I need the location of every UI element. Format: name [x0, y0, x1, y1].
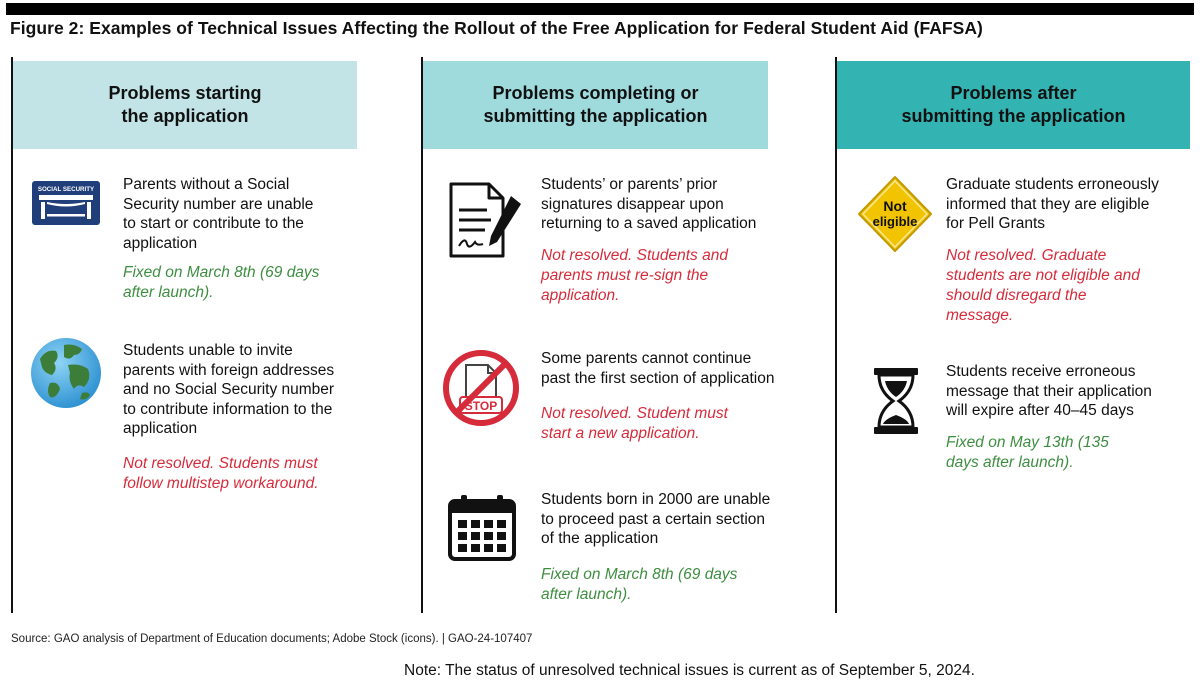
header-line: submitting the application	[901, 106, 1126, 126]
text-line: Students receive erroneous	[946, 363, 1136, 380]
text-line: for Pell Grants	[946, 215, 1046, 232]
issue-status-not-resolved: Not resolved. Graduate students are not …	[946, 246, 1140, 326]
card-label: SOCIAL SECURITY	[38, 186, 95, 193]
text-line: should disregard the	[946, 287, 1087, 304]
issue-status-fixed: Fixed on May 13th (135 days after launch…	[946, 433, 1109, 473]
text-line: application	[123, 234, 198, 252]
text-line: will expire after 40–45 days	[946, 402, 1134, 419]
source-line: Source: GAO analysis of Department of Ed…	[11, 633, 533, 645]
text-line: Graduate students erroneously	[946, 176, 1159, 193]
text-line: application.	[541, 287, 620, 304]
text-line: parents with foreign addresses	[123, 361, 335, 379]
column-header-starting: Problems starting the application	[13, 61, 357, 149]
text-line: to start or contribute to the	[123, 215, 304, 232]
column-divider-2	[421, 57, 423, 613]
note-line: Note: The status of unresolved technical…	[404, 662, 975, 679]
text-line: Parents without a Social	[123, 176, 290, 193]
issue-description: Students’ or parents’ prior signatures d…	[541, 175, 756, 234]
text-line: Fixed on May 13th (135	[946, 434, 1109, 451]
text-line: students are not eligible and	[946, 267, 1140, 284]
figure-title: Figure 2: Examples of Technical Issues A…	[10, 18, 983, 38]
text-line: after launch).	[541, 586, 632, 603]
signed-document-icon	[445, 180, 527, 260]
social-security-card-icon: SOCIAL SECURITY	[31, 180, 101, 226]
text-line: to proceed past a certain section	[541, 510, 766, 528]
issue-description: Some parents cannot continue past the fi…	[541, 349, 775, 388]
text-line: Not resolved. Students and	[541, 247, 728, 264]
text-line: days after launch).	[946, 454, 1074, 471]
stop-label: STOP	[465, 399, 497, 413]
header-line: the application	[121, 106, 249, 126]
issue-description: Graduate students erroneously informed t…	[946, 175, 1159, 234]
text-line: signatures disappear upon	[541, 195, 724, 213]
calendar-icon	[447, 493, 517, 563]
text-line: returning to a saved application	[541, 215, 757, 232]
top-bar	[6, 3, 1194, 15]
text-line: Not resolved. Students must	[123, 455, 318, 472]
issue-status-not-resolved: Not resolved. Students must follow multi…	[123, 454, 319, 494]
text-line: message.	[946, 307, 1014, 324]
issue-status-not-resolved: Not resolved. Students and parents must …	[541, 246, 728, 306]
text-line: Not resolved. Student must	[541, 405, 728, 422]
issue-status-not-resolved: Not resolved. Student must start a new a…	[541, 404, 728, 444]
header-line: Problems starting	[108, 83, 262, 103]
issue-description: Students born in 2000 are unable to proc…	[541, 490, 770, 549]
text-line: informed that they are eligible	[946, 195, 1150, 213]
stop-document-icon: STOP	[442, 349, 520, 427]
column-header-after: Problems after submitting the application	[837, 61, 1190, 149]
column-divider-3	[835, 57, 837, 613]
text-line: of the application	[541, 530, 659, 547]
text-line: message that their application	[946, 382, 1152, 400]
issue-status-fixed: Fixed on March 8th (69 days after launch…	[123, 263, 319, 303]
text-line: start a new application.	[541, 425, 700, 442]
header-line: Problems after	[950, 83, 1077, 103]
text-line: Students’ or parents’ prior	[541, 176, 718, 193]
text-line: to contribute information to the	[123, 400, 333, 418]
text-line: Security number are unable	[123, 195, 314, 213]
text-line: follow multistep workaround.	[123, 475, 319, 492]
text-line: Fixed on March 8th (69 days	[123, 264, 320, 281]
not-eligible-sign-icon: Not eligible	[857, 175, 933, 253]
text-line: Fixed on March 8th (69 days	[541, 566, 738, 583]
issue-description: Students unable to invite parents with f…	[123, 341, 334, 439]
text-line: after launch).	[123, 284, 214, 301]
column-header-completing: Problems completing or submitting the app…	[423, 61, 768, 149]
sign-line-2: eligible	[873, 214, 918, 229]
header-line: Problems completing or	[492, 83, 699, 103]
text-line: parents must re-sign the	[541, 267, 709, 284]
text-line: Students born in 2000 are unable	[541, 491, 771, 508]
text-line: Not resolved. Graduate	[946, 247, 1107, 264]
text-line: Some parents cannot continue	[541, 350, 752, 367]
column-divider-1	[11, 57, 13, 613]
hourglass-icon	[873, 367, 919, 435]
text-line: past the first section of application	[541, 369, 775, 387]
text-line: and no Social Security number	[123, 381, 335, 398]
text-line: application	[123, 420, 198, 437]
issue-status-fixed: Fixed on March 8th (69 days after launch…	[541, 565, 737, 605]
header-line: submitting the application	[483, 106, 708, 126]
issue-description: Parents without a Social Security number…	[123, 175, 313, 253]
issue-description: Students receive erroneous message that …	[946, 362, 1152, 421]
text-line: Students unable to invite	[123, 342, 293, 359]
sign-line-1: Not	[883, 198, 907, 214]
globe-icon	[30, 337, 102, 409]
